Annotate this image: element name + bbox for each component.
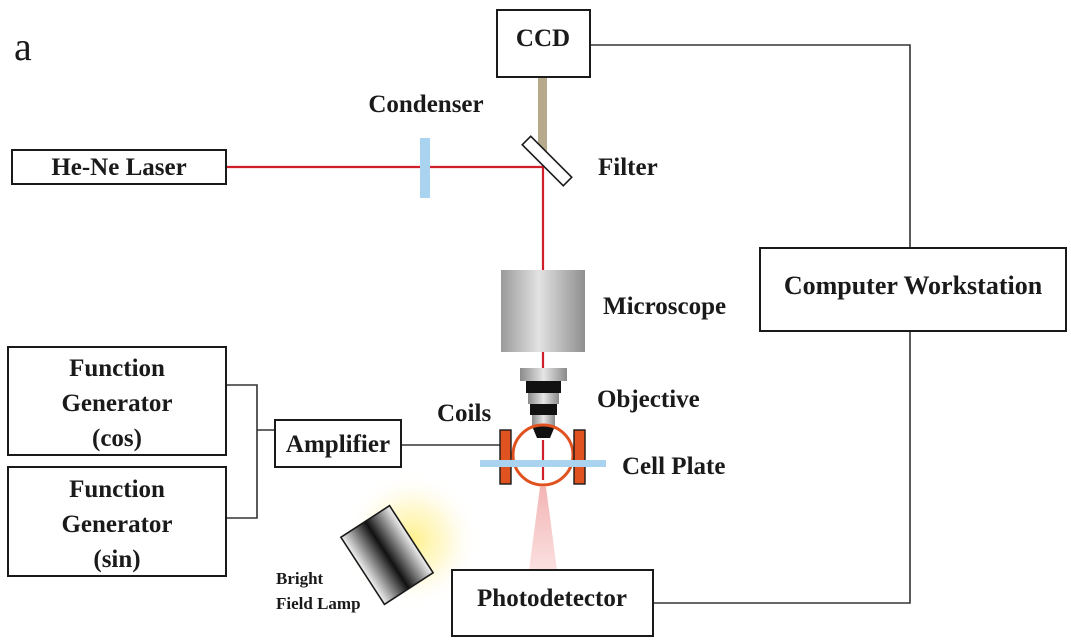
ccd-label: CCD bbox=[516, 25, 570, 52]
function-generator-sin-line3: (sin) bbox=[93, 546, 140, 573]
ccd-box bbox=[496, 9, 591, 78]
bright-field-lamp bbox=[339, 472, 480, 608]
function-generator-sin-box bbox=[7, 466, 227, 577]
filter-label: Filter bbox=[598, 154, 658, 181]
function-generator-sin-line1: Function bbox=[69, 476, 165, 503]
bright-field-lamp-line2: Field Lamp bbox=[276, 594, 361, 613]
microscope-body bbox=[501, 270, 585, 352]
function-generator-sin-line2: Generator bbox=[61, 511, 172, 538]
ccd-beam bbox=[538, 77, 547, 157]
connection-wires bbox=[226, 44, 911, 604]
function-generator-cos-line3: (cos) bbox=[92, 425, 142, 452]
he-ne-laser-label: He-Ne Laser bbox=[51, 154, 186, 181]
photodetector-label: Photodetector bbox=[477, 585, 627, 612]
microscope-label: Microscope bbox=[603, 293, 726, 320]
function-generator-cos-line2: Generator bbox=[61, 390, 172, 417]
computer-workstation-box bbox=[759, 247, 1067, 332]
photodetector-box bbox=[451, 569, 654, 637]
filter-plate bbox=[521, 135, 573, 187]
panel-label: a bbox=[14, 24, 32, 69]
condenser-label: Condenser bbox=[368, 91, 483, 118]
objective-lens bbox=[520, 368, 567, 438]
bright-field-lamp-line1: Bright bbox=[276, 569, 324, 588]
magnetic-coils bbox=[499, 423, 586, 487]
function-generator-cos-box bbox=[7, 346, 227, 456]
he-ne-laser-box bbox=[11, 149, 227, 185]
function-generator-cos-line1: Function bbox=[69, 355, 165, 382]
cell-plate bbox=[480, 460, 606, 467]
cell-plate-label: Cell Plate bbox=[622, 453, 725, 480]
objective-label: Objective bbox=[597, 386, 700, 413]
amplifier-box bbox=[274, 419, 402, 468]
condenser-lens bbox=[420, 138, 430, 198]
computer-workstation-label: Computer Workstation bbox=[784, 271, 1043, 300]
coils-label: Coils bbox=[437, 400, 491, 427]
light-cone bbox=[529, 487, 557, 570]
amplifier-label: Amplifier bbox=[286, 431, 390, 458]
